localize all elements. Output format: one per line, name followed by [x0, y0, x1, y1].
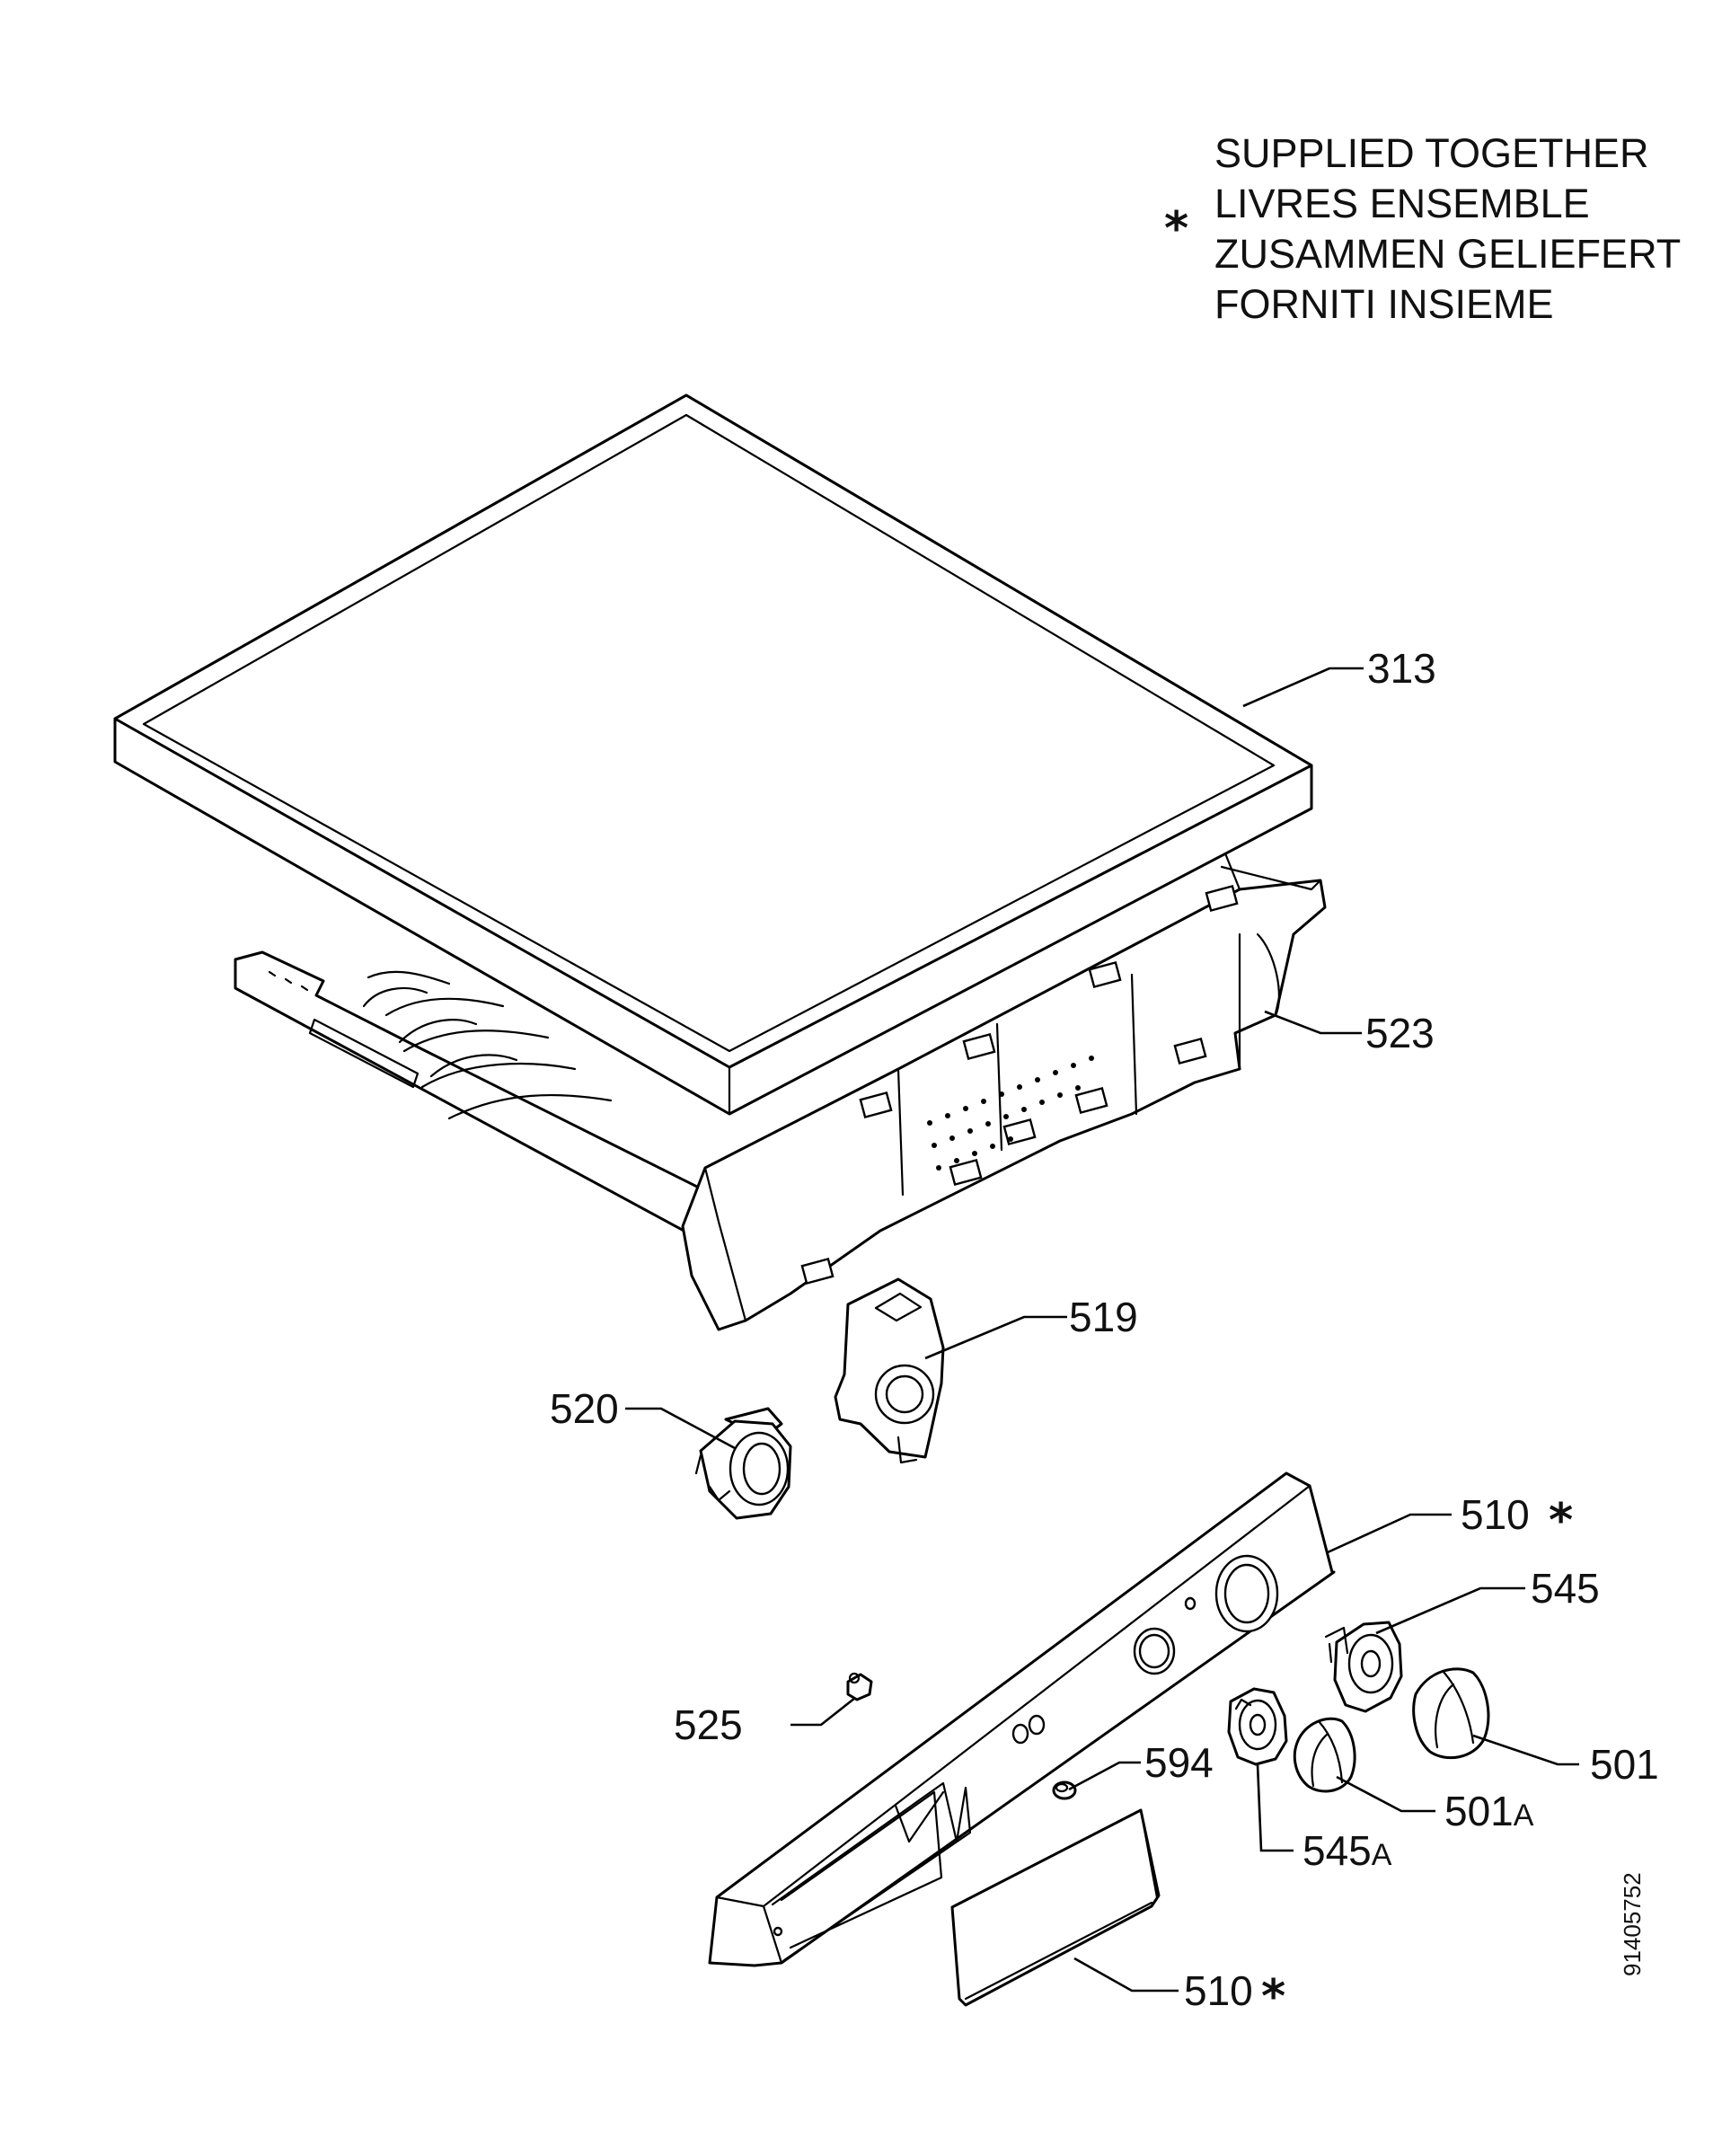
part-510-drawer-handle [950, 1808, 1161, 2007]
legend-asterisk: * [1164, 202, 1188, 256]
leader-545 [1375, 1586, 1525, 1635]
callout-510-drawer: 510 [1184, 1967, 1253, 2014]
leader-lines [625, 667, 1579, 1993]
callout-519: 519 [1069, 1294, 1138, 1340]
leader-594 [1068, 1761, 1141, 1791]
callout-labels: 313 523 519 520 510 * 545 525 594 501 50… [550, 645, 1659, 2024]
callout-523: 523 [1365, 1010, 1435, 1056]
callout-501a-number: 501 [1444, 1788, 1514, 1834]
part-545-knob-insert [1324, 1621, 1403, 1713]
part-594 [1052, 1780, 1077, 1800]
callout-520: 520 [550, 1385, 619, 1432]
callout-313: 313 [1367, 645, 1436, 692]
document-number: 91405752 [1619, 1872, 1646, 1976]
part-520 [694, 1407, 792, 1520]
part-519 [834, 1277, 945, 1464]
svg-text:501A: 501A [1444, 1788, 1534, 1834]
callout-510-panel-asterisk: * [1549, 1494, 1573, 1548]
callout-510-drawer-asterisk: * [1261, 1970, 1285, 2024]
leader-545a [1256, 1763, 1294, 1852]
callout-525: 525 [674, 1701, 743, 1748]
leader-313 [1242, 667, 1364, 708]
part-501-knob [1412, 1667, 1490, 1760]
supplied-together-legend: * SUPPLIED TOGETHER LIVRES ENSEMBLE ZUSA… [1164, 130, 1681, 327]
leader-510-panel [1327, 1513, 1452, 1554]
callout-545a-suffix: A [1372, 1838, 1392, 1872]
part-545a-knob-insert [1227, 1687, 1288, 1766]
legend-line-de: ZUSAMMEN GELIEFERT [1214, 231, 1681, 277]
callout-545a-number: 545 [1303, 1827, 1372, 1874]
leader-520 [625, 1407, 736, 1450]
callout-501: 501 [1590, 1741, 1659, 1788]
callout-545: 545 [1531, 1565, 1600, 1612]
callout-510-panel: 510 [1461, 1491, 1530, 1538]
leader-510-drawer [1073, 1957, 1179, 1993]
leader-501a [1336, 1775, 1435, 1813]
legend-line-fr: LIVRES ENSEMBLE [1214, 181, 1590, 226]
callout-501a-suffix: A [1514, 1798, 1534, 1833]
callout-594: 594 [1144, 1739, 1214, 1786]
legend-line-en: SUPPLIED TOGETHER [1214, 130, 1648, 176]
leader-523 [1264, 1010, 1362, 1035]
leader-525 [790, 1696, 856, 1727]
part-510-front-panel [708, 1471, 1336, 1967]
leader-519 [924, 1315, 1067, 1360]
svg-text:545A: 545A [1303, 1827, 1392, 1874]
part-525 [846, 1672, 873, 1701]
part-501a-knob [1293, 1717, 1356, 1793]
part-313-top-lid [113, 393, 1313, 1116]
leader-501 [1472, 1734, 1579, 1766]
part-523-frame [234, 843, 1327, 1331]
legend-line-it: FORNITI INSIEME [1214, 281, 1554, 327]
